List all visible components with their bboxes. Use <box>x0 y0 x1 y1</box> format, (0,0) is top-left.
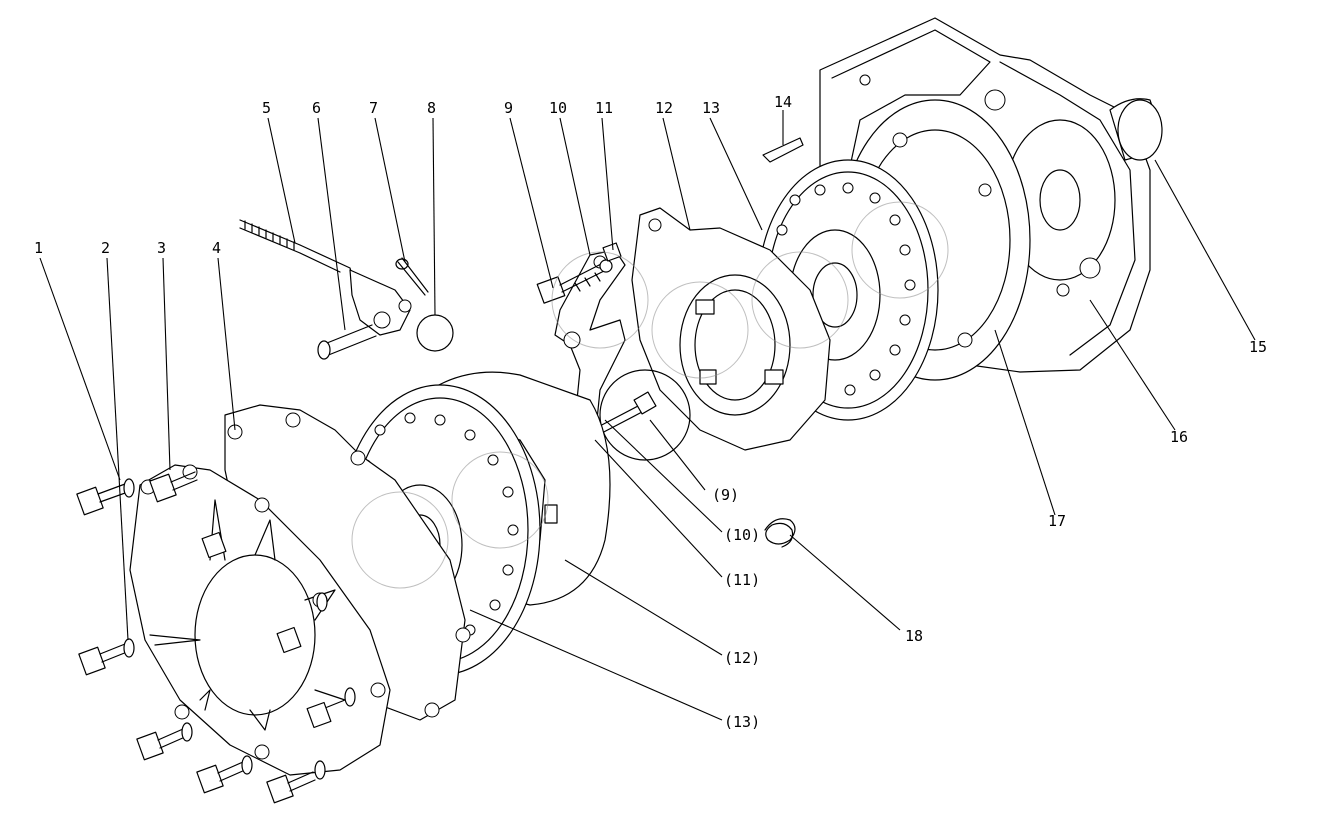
callout-1: 1 <box>34 239 43 257</box>
adjusting-bolt <box>536 242 622 304</box>
callout-13-paren: (13) <box>724 713 760 731</box>
callout-15: 15 <box>1249 338 1267 356</box>
callout-9-paren: (9) <box>712 486 739 504</box>
adjusting-rod <box>239 219 412 336</box>
key <box>762 137 804 163</box>
callout-12-paren: (12) <box>724 649 760 667</box>
callout-10-paren: (10) <box>724 526 760 544</box>
callout-4: 4 <box>212 239 221 257</box>
watermark <box>351 201 949 589</box>
callout-18: 18 <box>905 627 923 645</box>
callout-13: 13 <box>702 99 720 117</box>
callout-11-paren: (11) <box>724 571 760 589</box>
callout-labels: 1 2 3 4 5 6 7 8 9 10 11 12 13 14 15 16 1… <box>34 93 1267 731</box>
callout-3: 3 <box>157 239 166 257</box>
callout-11: 11 <box>595 99 613 117</box>
callout-14: 14 <box>774 93 792 111</box>
callout-8: 8 <box>427 99 436 117</box>
callout-17: 17 <box>1048 512 1066 530</box>
gasket <box>224 404 471 721</box>
callout-6: 6 <box>312 99 321 117</box>
callout-16: 16 <box>1170 428 1188 446</box>
bolts <box>76 471 356 804</box>
spring <box>764 518 796 548</box>
callout-12: 12 <box>655 99 673 117</box>
axle-stub <box>1109 98 1163 161</box>
callout-5: 5 <box>262 99 271 117</box>
callout-9: 9 <box>504 99 513 117</box>
callout-10: 10 <box>549 99 567 117</box>
leader-lines <box>39 110 1256 721</box>
cotter-pin <box>395 257 429 296</box>
callout-7: 7 <box>369 99 378 117</box>
ball <box>416 314 454 352</box>
clevis-pin <box>317 324 377 360</box>
callout-2: 2 <box>101 239 110 257</box>
